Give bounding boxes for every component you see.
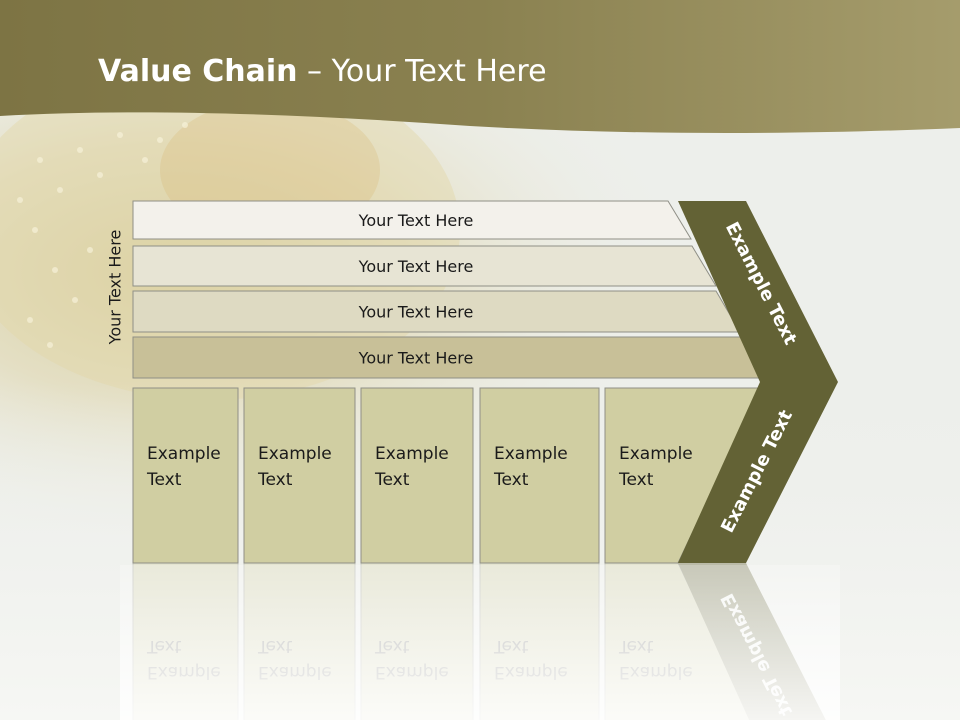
column-box — [132, 387, 239, 564]
column-label-line1: Example — [375, 444, 449, 464]
column-label-line2: Text — [257, 470, 293, 490]
column-label-line1: Example — [619, 444, 693, 464]
column-box — [360, 387, 474, 564]
column-label-line1: Example — [494, 444, 568, 464]
column-label-line1: Example — [258, 444, 332, 464]
title-rest: – Your Text Here — [297, 54, 547, 89]
title-bold: Value Chain — [98, 54, 298, 89]
reflection-fade — [120, 565, 840, 720]
column-label-line2: Text — [618, 470, 654, 490]
row-label: Your Text Here — [358, 257, 474, 276]
column-label-line2: Text — [146, 470, 182, 490]
row-label: Your Text Here — [358, 211, 474, 230]
row-box — [132, 200, 692, 240]
slide-title: Value Chain – Your Text Here — [98, 54, 547, 89]
column-box — [479, 387, 600, 564]
column-label-line1: Example — [147, 444, 221, 464]
row-label: Your Text Here — [358, 349, 474, 368]
column-label-line2: Text — [493, 470, 529, 490]
row-label: Your Text Here — [358, 303, 474, 322]
row-box — [132, 245, 717, 287]
column-box — [243, 387, 356, 564]
chevron-arrow — [678, 201, 838, 563]
column-label-line2: Text — [374, 470, 410, 490]
